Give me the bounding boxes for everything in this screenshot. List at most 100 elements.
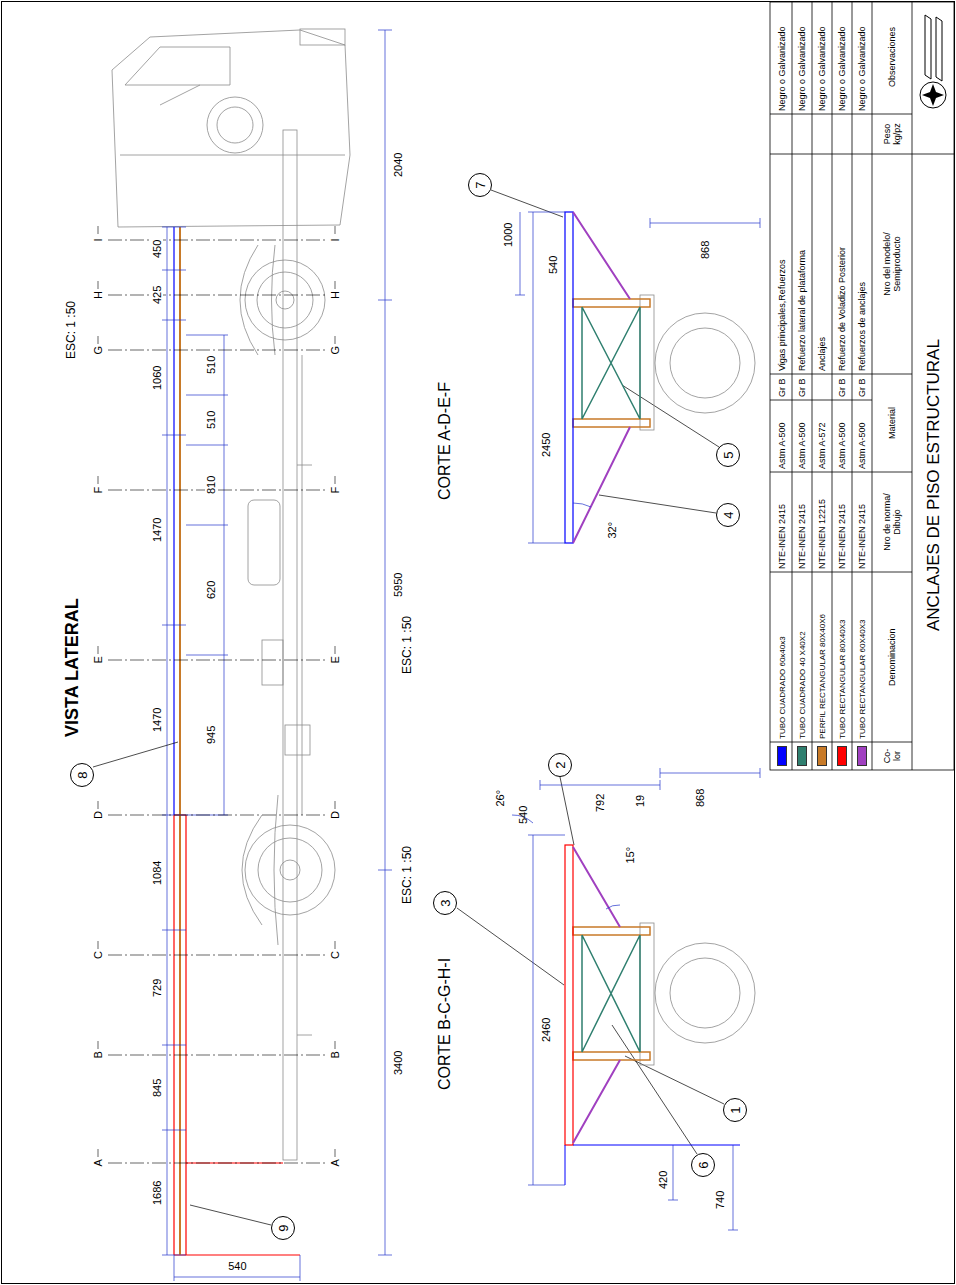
table-header: Nro de norma/ Dibujo bbox=[882, 486, 903, 558]
material-name: PERFIL RECTANGULAR 80X40X6 bbox=[818, 614, 827, 739]
color-swatch bbox=[837, 746, 847, 766]
table-header: Material bbox=[887, 407, 897, 439]
section-cut-lines bbox=[335, 226, 336, 1157]
color-swatch bbox=[857, 746, 867, 766]
platform-side bbox=[179, 227, 181, 1255]
table-cell: NTE-INEN 2415 bbox=[797, 504, 807, 569]
section-mark: F bbox=[92, 487, 105, 494]
section-a-drawing bbox=[582, 307, 640, 419]
truck-illustration bbox=[112, 29, 350, 1160]
truck-illustration bbox=[262, 640, 283, 685]
section-b-drawing bbox=[573, 927, 650, 935]
table-cell: Negro o Galvanizado bbox=[797, 26, 807, 111]
section-mark: D bbox=[92, 811, 105, 819]
dimension: 740 bbox=[714, 1191, 727, 1209]
section-b-drawing bbox=[670, 958, 740, 1028]
section-mark: E bbox=[329, 656, 342, 663]
truck-illustration bbox=[125, 47, 230, 85]
section-b-drawing bbox=[573, 1052, 650, 1060]
dimension: 450 bbox=[151, 238, 164, 260]
section-mark: G bbox=[329, 346, 342, 355]
callout-number: 6 bbox=[697, 1161, 710, 1168]
section-b-drawing bbox=[512, 768, 760, 1230]
color-swatch bbox=[777, 746, 787, 766]
angle: 32° bbox=[606, 522, 619, 539]
section-mark: D bbox=[329, 811, 342, 819]
callout-circle: 1 bbox=[723, 1098, 747, 1122]
platform-side bbox=[173, 227, 174, 815]
callout-number: 2 bbox=[554, 761, 567, 768]
truck-illustration bbox=[257, 272, 313, 328]
section-b-drawing bbox=[565, 1145, 740, 1185]
table-cell: NTE-INEN 2415 bbox=[777, 504, 787, 569]
section-cut-lines bbox=[98, 226, 335, 1163]
section-b-drawing bbox=[640, 923, 654, 1065]
callout-circle: 8 bbox=[70, 763, 94, 787]
callout-circle: 2 bbox=[548, 753, 572, 777]
material-name: TUBO RECTANGULAR 60X40X3 bbox=[858, 620, 867, 739]
section-a-drawing bbox=[515, 212, 760, 543]
dimension-lines bbox=[378, 30, 392, 1255]
section-b-drawing bbox=[655, 943, 755, 1043]
callout-number: 4 bbox=[722, 511, 735, 518]
section-mark: H bbox=[329, 291, 342, 299]
angle: 26° bbox=[494, 790, 507, 807]
table-cell: Refuerzo lateral de plataforma bbox=[797, 250, 807, 371]
dimension: 2450 bbox=[540, 433, 553, 457]
truck-illustration bbox=[242, 815, 262, 925]
table-cell: NTE-INEN 2415 bbox=[837, 504, 847, 569]
table-header: Nro del modelo/ Semiproducto bbox=[882, 209, 903, 319]
color-swatch bbox=[797, 746, 807, 766]
section-mark: A bbox=[329, 1159, 342, 1166]
dimension: 510 bbox=[205, 354, 218, 376]
callout-circle: 6 bbox=[691, 1153, 715, 1177]
truck-illustration bbox=[248, 500, 280, 585]
section-a-drawing bbox=[655, 313, 755, 413]
section-b-drawing bbox=[573, 847, 620, 1143]
table-cell: Gr B bbox=[777, 378, 787, 397]
truck-illustration bbox=[280, 860, 300, 880]
dimension: 845 bbox=[151, 1077, 164, 1099]
section-cut-lines bbox=[108, 240, 325, 1163]
truck-illustration bbox=[112, 30, 350, 227]
dimension-lines bbox=[162, 30, 392, 1281]
section-b-drawing bbox=[565, 845, 573, 1145]
table-header: Observaciones bbox=[887, 27, 897, 87]
title-table bbox=[770, 114, 954, 742]
company-logo bbox=[920, 82, 946, 108]
dimension: 19 bbox=[634, 795, 647, 807]
section-b-drawing bbox=[582, 935, 640, 1052]
scale-note: ESC: 1 :50 bbox=[401, 616, 415, 674]
callout-circle: 9 bbox=[271, 1216, 295, 1240]
material-name: TUBO CUADRADO 60x40x3 bbox=[778, 636, 787, 739]
callout-number: 7 bbox=[474, 181, 487, 188]
table-cell: Negro o Galvanizado bbox=[857, 26, 867, 111]
table-cell: Negro o Galvanizado bbox=[837, 26, 847, 111]
view-title: VISTA LATERAL bbox=[62, 598, 83, 737]
table-cell: Refuerzo de Voladizo Posterior bbox=[837, 247, 847, 371]
dimension: 810 bbox=[205, 474, 218, 496]
truck-illustration bbox=[276, 291, 294, 309]
table-cell: Negro o Galvanizado bbox=[817, 26, 827, 111]
section-cut-lines bbox=[98, 226, 99, 1157]
section-mark: H bbox=[92, 291, 105, 299]
dimension: 540 bbox=[228, 1260, 246, 1273]
table-cell: Astm A-500 bbox=[837, 422, 847, 469]
table-cell: Gr B bbox=[797, 378, 807, 397]
platform-side bbox=[174, 227, 300, 1255]
dimension: 620 bbox=[205, 579, 218, 601]
dimension: 510 bbox=[205, 409, 218, 431]
table-cell: Anclajes bbox=[817, 337, 827, 371]
section-mark: I bbox=[92, 238, 105, 241]
truck-illustration bbox=[120, 85, 345, 155]
truck-illustration bbox=[285, 725, 310, 755]
callout-circle: 4 bbox=[716, 503, 740, 527]
truck-illustration bbox=[245, 825, 335, 915]
dimension-lines bbox=[162, 227, 186, 1255]
leader-lines bbox=[491, 190, 719, 513]
dimension: 1470 bbox=[151, 706, 164, 734]
table-cell: NTE-INEN 12215 bbox=[817, 499, 827, 569]
dimension: 868 bbox=[699, 241, 712, 259]
table-header: Denominacion bbox=[887, 628, 897, 686]
